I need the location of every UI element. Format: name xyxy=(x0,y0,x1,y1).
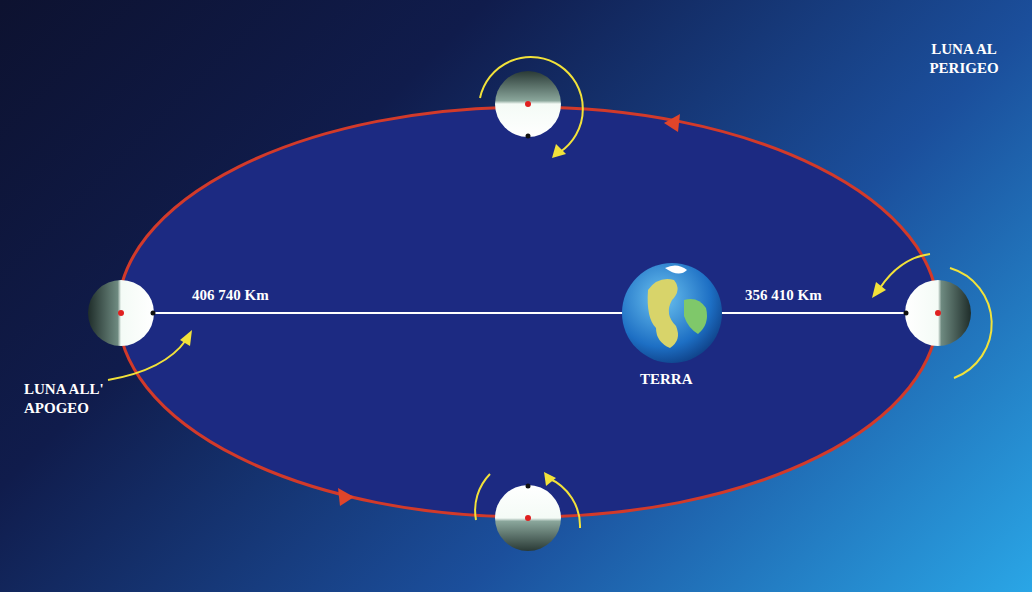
distance-label: 406 740 Km xyxy=(192,286,269,305)
perigee-label: LUNA AL PERIGEO xyxy=(918,40,1010,78)
distance-label: 356 410 Km xyxy=(745,286,822,305)
apogee-label: LUNA ALL' APOGEO xyxy=(24,380,154,418)
earth-label: TERRA xyxy=(640,370,693,389)
